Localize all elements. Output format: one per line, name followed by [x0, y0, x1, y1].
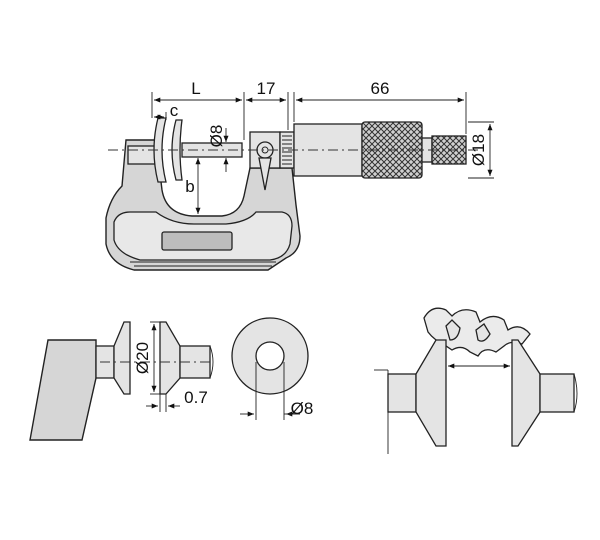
- dim-L: L: [151, 79, 245, 140]
- dim-b-label: b: [185, 177, 194, 196]
- anvil: [127, 117, 167, 183]
- dim-c: c: [154, 101, 179, 120]
- dim-66: 66: [293, 79, 467, 134]
- dim-b: b: [185, 158, 201, 214]
- dim-d8-bottom-label: Ø8: [291, 399, 314, 418]
- dim-17: 17: [246, 79, 289, 130]
- gear-measurement: [374, 307, 578, 454]
- dim-07-label: 0.7: [184, 388, 208, 407]
- dim-d20-label: Ø20: [133, 342, 152, 374]
- dim-d20: Ø20: [133, 321, 160, 395]
- micrometer-frame: [105, 139, 301, 271]
- dim-d18-label: Ø18: [469, 134, 488, 166]
- dim-17-label: 17: [257, 79, 276, 98]
- disk-detail: [29, 321, 214, 441]
- dim-d18: Ø18: [468, 121, 494, 179]
- dim-d8-top-label: Ø8: [207, 125, 226, 148]
- dim-d8-top: Ø8: [207, 125, 229, 172]
- dim-L-label: L: [191, 79, 200, 98]
- dim-07: 0.7: [146, 388, 208, 412]
- disk-front-view: Ø8: [231, 317, 314, 420]
- dim-66-label: 66: [371, 79, 390, 98]
- dim-c-label: c: [170, 101, 179, 120]
